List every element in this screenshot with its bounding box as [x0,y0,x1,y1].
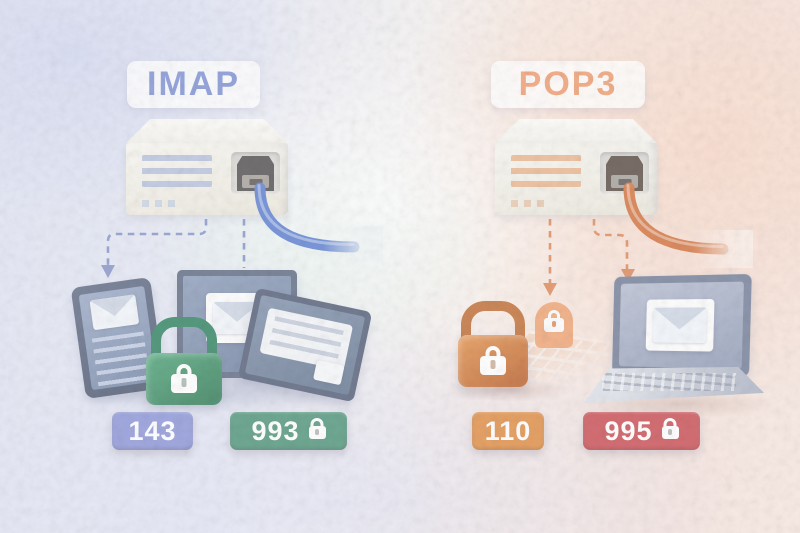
usb-plug-icon [237,156,274,191]
pop3-secure-port-badge: 995 [583,412,700,450]
email-envelope-icon [90,294,140,330]
pop3-secure-port-number: 995 [604,416,652,447]
imap-port-number: 143 [128,416,176,447]
imap-label: IMAP [147,65,240,104]
laptop-icon [580,277,764,405]
lock-glyph-icon [171,374,197,393]
server-port [600,152,649,194]
server-leds-icon [142,200,176,207]
server-front-face [126,143,288,215]
server-leds-icon [511,200,545,207]
pop3-port-number: 110 [485,416,532,447]
padlock-icon [458,301,528,389]
server-top-face [495,119,657,143]
plug-slot [618,179,631,185]
tablet-screen [245,295,365,395]
mail-card [646,299,715,352]
pop3-port-badge: 110 [472,412,544,450]
pop3-label-tag: POP3 [491,61,645,108]
plug-slot [249,179,262,185]
padlock-icon [146,317,222,407]
imap-label-tag: IMAP [127,61,260,108]
padlock-body [146,353,222,405]
laptop-screen [612,274,752,377]
lock-glyph-icon [480,356,506,375]
pop3-server-icon [495,119,657,215]
imap-port-badge: 143 [112,412,193,450]
imap-secure-port-number: 993 [251,416,299,447]
laptop-screen-inner [619,282,744,369]
lock-icon [662,426,679,439]
server-vents-icon [511,155,581,187]
imap-server-icon [126,119,288,215]
email-list-panel [259,308,353,371]
lock-glyph-icon [544,318,564,332]
imap-secure-port-badge: 993 [230,412,347,450]
lock-icon [309,426,326,439]
server-front-face [495,143,657,215]
pop3-label: POP3 [519,65,618,104]
padlock-body [458,335,528,387]
laptop-keyboard [580,367,764,403]
small-padlock-icon [535,302,573,348]
server-port [231,152,280,194]
server-top-face [126,119,288,143]
server-vents-icon [142,155,212,187]
usb-plug-icon [606,156,643,191]
email-envelope-icon [653,307,707,343]
email-list-lines [92,331,151,390]
